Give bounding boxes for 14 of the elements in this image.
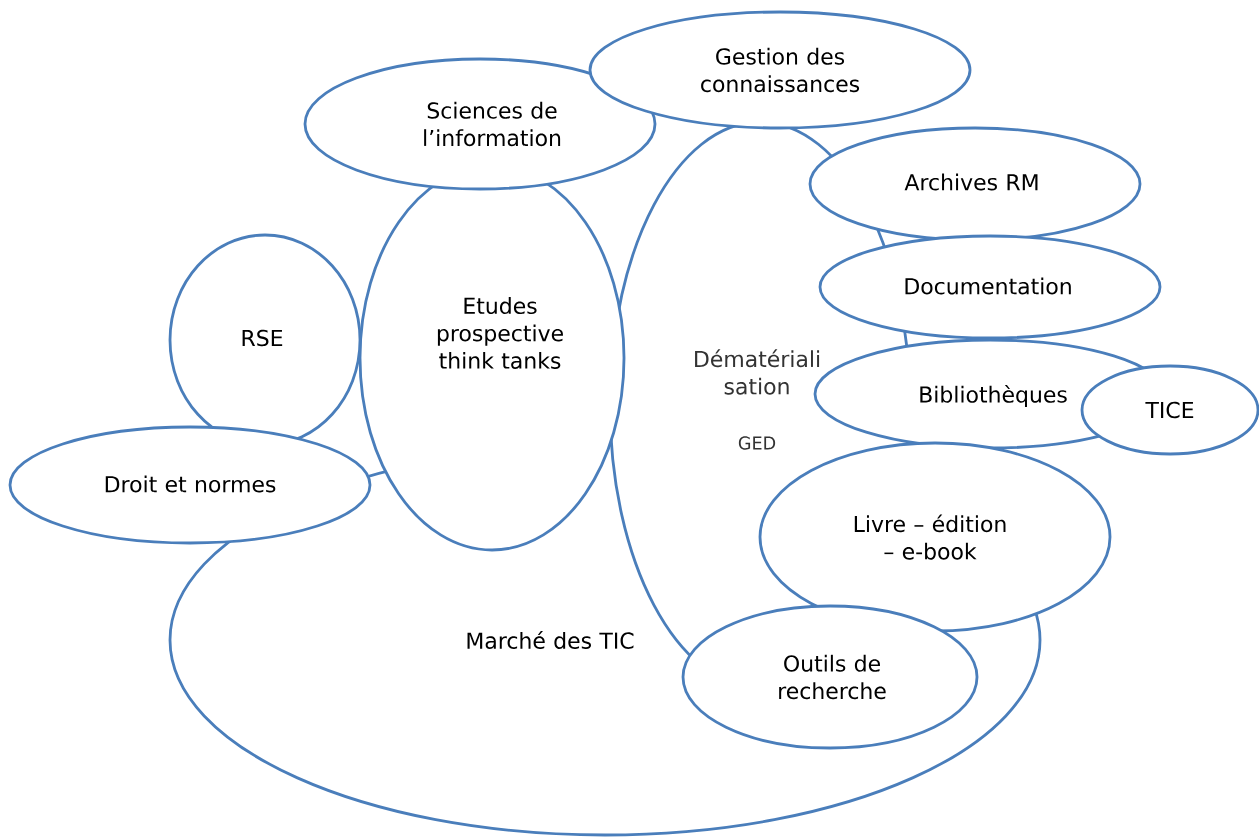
ellipse-label: Sciences de l’information: [424, 101, 561, 147]
ellipse-label: Documentation: [905, 277, 1071, 295]
ellipse-label: TICE: [1145, 401, 1194, 419]
ellipse-label: Droit et normes: [105, 475, 276, 493]
ellipse-label: Archives RM: [904, 173, 1038, 191]
ellipse-label: GED: [738, 436, 776, 450]
ellipse-label: Etudes prospective think tanks: [437, 297, 563, 369]
ellipse-label: RSE: [242, 329, 283, 347]
ellipse-label: Livre – édition – e-book: [854, 514, 1006, 560]
ellipse-label: Bibliothèques: [920, 384, 1067, 408]
ellipse-label: Gestion des connaissances: [701, 47, 860, 93]
ellipse-label: Dématériali sation: [695, 349, 820, 395]
ellipse-label: Marché des TIC: [467, 631, 634, 649]
ellipse-label: Outils de recherche: [779, 654, 886, 700]
